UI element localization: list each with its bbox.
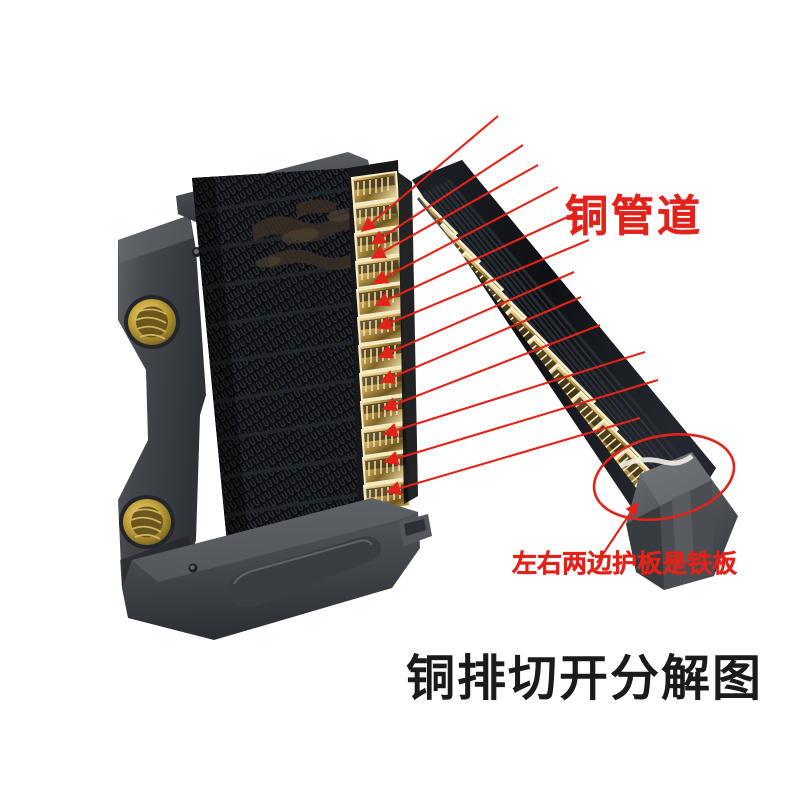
copper-tube-ends-left-unit [348, 160, 418, 514]
leader-line-8 [379, 296, 582, 384]
leader-line-12 [385, 416, 641, 496]
leader-line-5 [374, 213, 575, 307]
leader-line-11 [383, 378, 659, 466]
leader-line-4 [372, 186, 559, 284]
radiator-base-plate [122, 498, 432, 640]
leader-line-6 [376, 239, 590, 330]
leader-line-7 [377, 271, 575, 359]
leader-line-group [360, 115, 659, 496]
leader-line-10 [382, 350, 646, 438]
coolant-port-top [124, 295, 180, 349]
copper-pipe-label: 铜管道 [565, 193, 703, 241]
leader-line-1 [360, 115, 499, 232]
iron-plate-label: 左右两边护板是铁板 [512, 550, 738, 578]
leader-line-2 [370, 144, 524, 245]
leader-line-3 [370, 164, 539, 259]
iron-plate-callout-ellipse [592, 432, 736, 522]
radiator-assembly [118, 152, 432, 640]
iron-plate-callout-arrow [596, 501, 638, 564]
coolant-port-bottom [119, 495, 175, 549]
leader-line-9 [381, 324, 601, 412]
figure-caption: 铜排切开分解图 [406, 652, 764, 706]
iron-side-plate-endcap [626, 452, 738, 590]
